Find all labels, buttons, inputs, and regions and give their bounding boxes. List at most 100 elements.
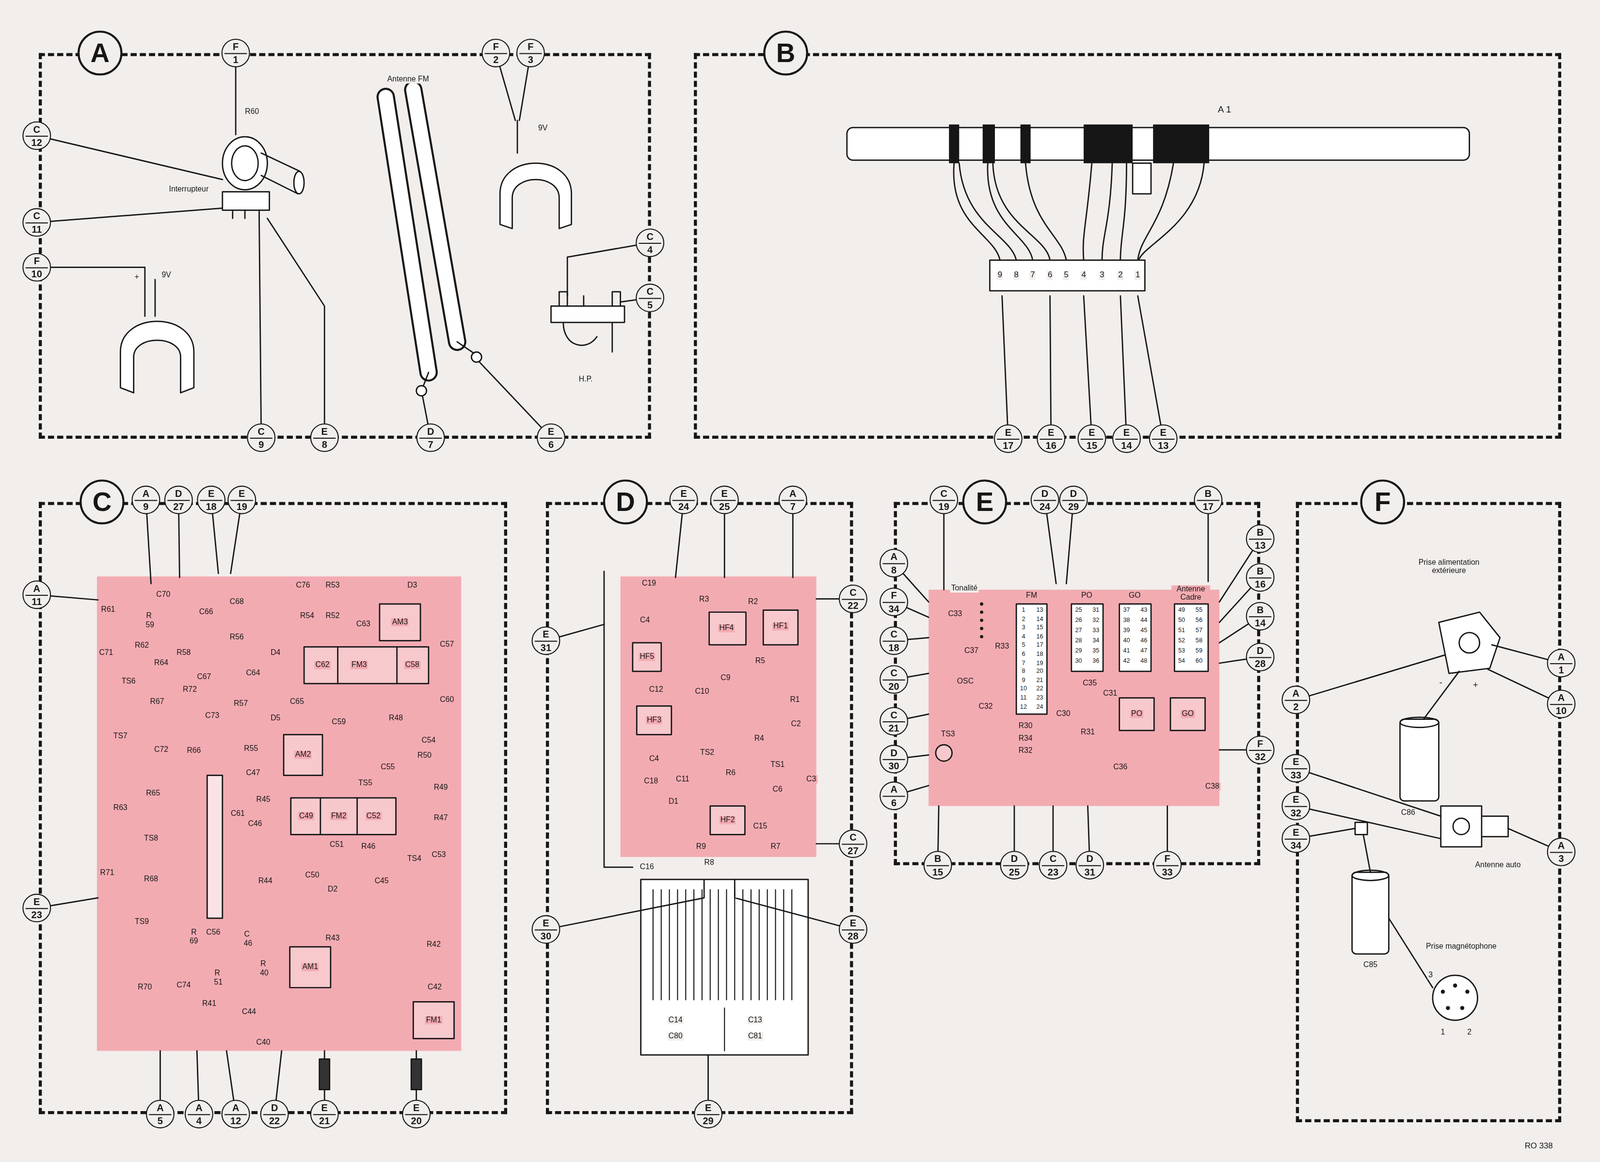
component-label: C3 — [805, 775, 817, 784]
switch-contact-number: 59 — [1194, 647, 1204, 655]
component-label: C36 — [1112, 763, 1129, 772]
component-label: R — [144, 611, 153, 621]
circle-number: 9 — [143, 501, 149, 512]
component-label: TS7 — [112, 732, 129, 741]
panel-letter: A — [90, 39, 110, 67]
component-label: C86 — [1400, 809, 1417, 818]
component-label: D2 — [326, 885, 339, 895]
switch-contact-number: 46 — [1139, 637, 1149, 645]
connection-circle: E25 — [710, 485, 739, 515]
switch-contact-number: 54 — [1177, 657, 1186, 665]
circle-letter: E — [33, 896, 40, 907]
circle-number: 31 — [540, 642, 552, 653]
connection-circle: A1 — [1547, 649, 1576, 678]
circle-number: 12 — [230, 1115, 241, 1126]
switch-contact-number: 40 — [1121, 637, 1131, 645]
circle-divider — [1248, 749, 1272, 751]
component-label: R9 — [695, 842, 707, 851]
switch-contact-number: 28 — [1073, 637, 1083, 645]
circle-divider — [1033, 499, 1056, 501]
circle-divider — [1284, 699, 1308, 701]
circle-letter: E — [542, 628, 549, 640]
circle-letter: D — [1256, 645, 1264, 656]
component-label: C54 — [420, 736, 437, 745]
circle-number: 19 — [938, 501, 950, 512]
circle-divider — [1040, 438, 1063, 440]
connection-circle: E34 — [1281, 824, 1311, 854]
circle-number: 30 — [540, 930, 552, 942]
component-label: C72 — [153, 745, 170, 754]
panel-letter-circle: C — [79, 479, 125, 525]
circle-number: 3 — [528, 54, 534, 65]
circle-letter: B — [1204, 488, 1212, 499]
component-label: Prise magnétophone — [1424, 942, 1498, 951]
component-label: PO — [1080, 591, 1094, 600]
component-label: AM2 — [294, 751, 313, 760]
circle-divider — [841, 843, 864, 845]
panel-letter: E — [976, 488, 994, 516]
circle-number: 24 — [678, 501, 689, 512]
circle-divider — [638, 242, 661, 244]
component-label: FM — [1024, 591, 1039, 600]
panel-frame: F — [1296, 501, 1562, 1123]
component-label: R53 — [324, 581, 341, 590]
connection-circle: C4 — [635, 228, 665, 257]
connection-circle: F1 — [221, 38, 251, 68]
component-label: C9 — [719, 674, 732, 683]
circle-number: 13 — [1254, 540, 1266, 551]
component-label: Tonalité — [950, 584, 979, 593]
connection-circle: F3 — [516, 38, 545, 68]
component-label: FM3 — [350, 661, 368, 670]
component-label: C — [243, 930, 252, 939]
component-label: C46 — [247, 820, 264, 829]
circle-number: 19 — [236, 501, 248, 512]
circle-number: 27 — [173, 501, 184, 512]
component-label: R48 — [387, 714, 404, 723]
switch-contact-number: 4 — [1020, 633, 1026, 640]
circle-number: 15 — [1086, 440, 1098, 451]
component-label: C70 — [155, 590, 172, 599]
component-label: C30 — [1055, 710, 1072, 719]
circle-number: 28 — [847, 930, 859, 942]
circle-number: 22 — [269, 1115, 280, 1126]
component-label: C56 — [205, 928, 222, 937]
circle-letter: C — [1049, 853, 1057, 864]
circle-divider — [713, 499, 736, 501]
component-label: R71 — [98, 869, 115, 878]
switch-contact-number: 36 — [1091, 657, 1101, 665]
component-label: C52 — [365, 812, 382, 821]
switch-contact-number: 19 — [1035, 659, 1044, 667]
component-label: R50 — [416, 752, 433, 761]
circle-number: 13 — [1157, 440, 1169, 451]
component-label: Antenne Cadre — [1171, 585, 1211, 603]
component-label: + — [1472, 680, 1480, 691]
circle-number: 32 — [1290, 807, 1302, 818]
component-label: C31 — [1102, 689, 1119, 698]
circle-number: 20 — [411, 1115, 422, 1126]
component-label: TS2 — [699, 749, 716, 758]
component-label: 9V — [537, 124, 549, 133]
circle-divider — [313, 1113, 336, 1115]
circle-number: 1 — [233, 54, 239, 65]
component-label: 9V — [160, 271, 173, 280]
switch-contact-number: 43 — [1139, 607, 1149, 614]
component-label: Antenne auto — [1473, 861, 1522, 870]
component-label: R7 — [769, 842, 782, 851]
component-label: R — [259, 960, 268, 969]
circle-letter: C — [890, 709, 897, 720]
component-label: R46 — [360, 842, 377, 851]
component-label: C73 — [204, 712, 221, 721]
circle-divider — [25, 135, 48, 137]
component-label: C53 — [430, 850, 447, 860]
circle-divider — [534, 640, 558, 642]
circle-letter: C — [33, 210, 41, 222]
switch-contact-number: 5 — [1020, 641, 1026, 649]
component-label: R72 — [181, 685, 198, 694]
connection-circle: E19 — [227, 485, 256, 515]
switch-contact-number: 42 — [1121, 657, 1131, 665]
component-label: 1 — [1134, 271, 1142, 281]
circle-number: 23 — [1047, 866, 1059, 878]
circle-number: 34 — [1290, 840, 1302, 851]
component-label: C14 — [667, 1016, 684, 1025]
circle-number: 25 — [1008, 866, 1020, 878]
